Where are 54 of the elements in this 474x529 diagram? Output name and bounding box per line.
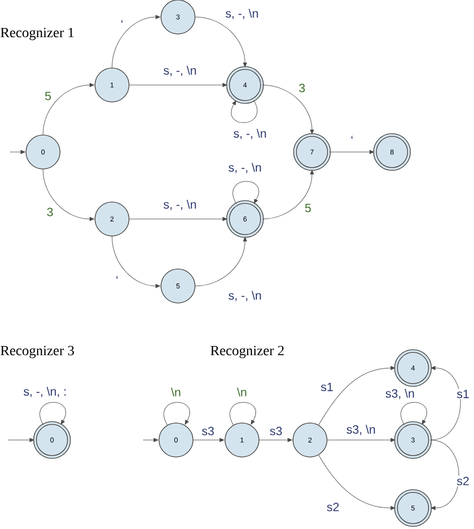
- transition-arrow: [195, 236, 247, 286]
- edge-label: s3: [200, 426, 216, 436]
- transition-arrow: [112, 236, 160, 288]
- edge-label: s, -, \n: [232, 128, 268, 140]
- self-loop-arrow: [232, 181, 259, 204]
- edge-label: s3, \n: [384, 388, 416, 400]
- edge-label: ‘: [350, 134, 354, 146]
- self-loop-arrow: [40, 402, 66, 426]
- edge-label: 3: [298, 82, 306, 94]
- edge-label: s2: [456, 476, 470, 486]
- self-loop-arrow: [230, 402, 256, 426]
- transition-arrow: [329, 150, 374, 154]
- edge-label: \n: [170, 386, 182, 398]
- start-arrow: [142, 438, 158, 442]
- edge-label: s, -, \n, :: [22, 386, 68, 398]
- transition-arrow: [327, 438, 396, 442]
- transition-arrow: [193, 438, 224, 442]
- edge-label: s2: [326, 502, 340, 512]
- transition-arrow: [430, 366, 461, 440]
- edge-label: s, -, \n: [227, 290, 263, 302]
- transition-arrow: [430, 440, 460, 510]
- edge-label: 3: [46, 206, 54, 218]
- start-arrow: [10, 150, 26, 154]
- start-arrow: [8, 438, 34, 442]
- edge-label: s, -, \n: [162, 198, 198, 212]
- transition-arrow: [262, 170, 314, 220]
- edge-label: 5: [304, 202, 312, 214]
- edge-label: 5: [44, 90, 52, 102]
- section-title: Recognizer 2: [210, 346, 284, 358]
- edge-label: s, -, \n: [224, 8, 260, 20]
- section-title: Recognizer 3: [0, 346, 74, 358]
- transition-arrow: [318, 366, 396, 426]
- self-loop-arrow: [400, 402, 427, 426]
- transition-arrow: [112, 15, 160, 68]
- edge-label: s3, \n: [345, 424, 377, 436]
- section-title: Recognizer 1: [0, 28, 74, 40]
- edge-label: s1: [320, 382, 334, 392]
- self-loop-arrow: [231, 100, 258, 123]
- edge-label: s3: [268, 426, 284, 436]
- transition-arrow: [129, 83, 228, 87]
- transition-arrow: [129, 217, 228, 221]
- edge-label: s1: [456, 388, 470, 400]
- transition-arrow: [42, 83, 94, 135]
- transition-arrow: [318, 454, 396, 510]
- transition-arrow: [195, 16, 247, 68]
- edge-label: ‘: [120, 18, 124, 30]
- transition-arrow: [259, 438, 292, 442]
- self-loop-arrow: [164, 402, 190, 426]
- transition-arrow: [262, 84, 314, 134]
- edge-label: s, -, \n: [162, 64, 198, 78]
- edge-label: ‘: [114, 274, 120, 286]
- transition-arrow: [42, 169, 94, 221]
- edge-label: \n: [236, 386, 248, 398]
- edge-label: s, -, \n: [227, 162, 263, 174]
